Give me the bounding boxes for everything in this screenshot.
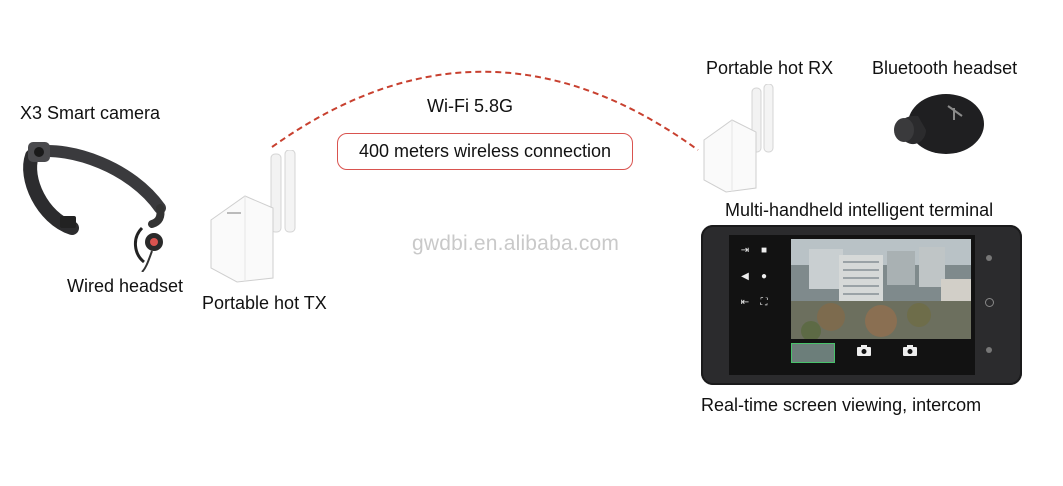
wifi-router-icon: [205, 150, 301, 285]
camera-icon[interactable]: [857, 345, 871, 356]
camera-icon[interactable]: [903, 345, 917, 356]
tx-label: Portable hot TX: [202, 293, 327, 313]
camera-thumbnails: [791, 343, 971, 371]
terminal-menu: ⇥ ■ ◀ ● ⇤ ⛶: [733, 241, 779, 369]
distance-text: 400 meters wireless connection: [358, 141, 612, 161]
terminal-screen: ⇥ ■ ◀ ● ⇤ ⛶: [729, 235, 975, 375]
video-icon: ■: [760, 245, 768, 256]
exit-icon: ⇥: [740, 245, 750, 256]
bt-headset-label: Bluetooth headset: [872, 58, 1018, 78]
earphone-icon: [130, 222, 178, 272]
live-video-feed: [791, 239, 971, 339]
side-button: [986, 255, 992, 261]
distance-badge: 400 meters wireless connection: [337, 133, 633, 170]
camera-label: X3 Smart camera: [20, 103, 161, 123]
output-icon: ⇤: [740, 297, 750, 308]
wifi-label: Wi-Fi 5.8G: [427, 96, 514, 116]
wired-headset-label: Wired headset: [67, 276, 184, 296]
viewing-label: Real-time screen viewing, intercom: [701, 395, 982, 415]
volume-icon: ◀: [741, 271, 749, 282]
fullscreen-icon: ⛶: [760, 297, 768, 308]
headband-camera-icon: [12, 138, 172, 268]
watermark: gwdbi.en.alibaba.com: [412, 232, 620, 255]
mic-icon: ●: [760, 271, 768, 282]
tablet-icon: ⇥ ■ ◀ ● ⇤ ⛶: [701, 225, 1022, 385]
home-button: [985, 298, 994, 307]
thumbnail-1[interactable]: [791, 343, 835, 363]
rx-label: Portable hot RX: [706, 58, 834, 78]
wifi-router-icon: [700, 84, 780, 194]
side-button: [986, 347, 992, 353]
bluetooth-earbud-icon: [888, 86, 988, 166]
terminal-label: Multi-handheld intelligent terminal: [725, 200, 994, 220]
